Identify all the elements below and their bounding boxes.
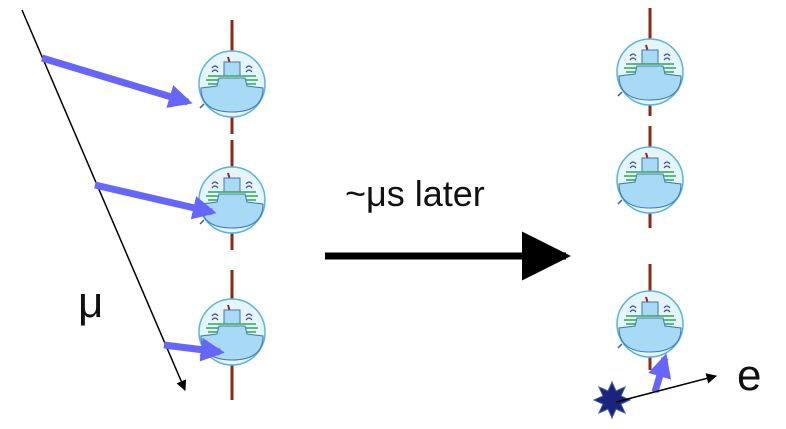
- time-delay-label: ~μs later: [345, 173, 485, 214]
- cherenkov-light-arrows: [40, 54, 225, 362]
- decay-burst-icon: [592, 380, 632, 420]
- electron-label: e: [737, 351, 762, 400]
- optical-module-icon: [198, 298, 266, 366]
- optical-module-icon: [198, 166, 266, 234]
- optical-module-icon: [616, 290, 684, 358]
- decay-light-arrow: [648, 353, 672, 393]
- muon-label: μ: [78, 278, 104, 327]
- light-arrow-bottom: [163, 337, 225, 362]
- electron-track-arrow: [615, 373, 718, 403]
- light-arrow-top: [40, 54, 193, 108]
- optical-module-icon: [616, 146, 684, 214]
- optical-module-icon: [198, 50, 266, 118]
- muon-track-arrow: [21, 9, 187, 391]
- light-arrow-middle: [94, 181, 217, 220]
- optical-module-icon: [616, 38, 684, 106]
